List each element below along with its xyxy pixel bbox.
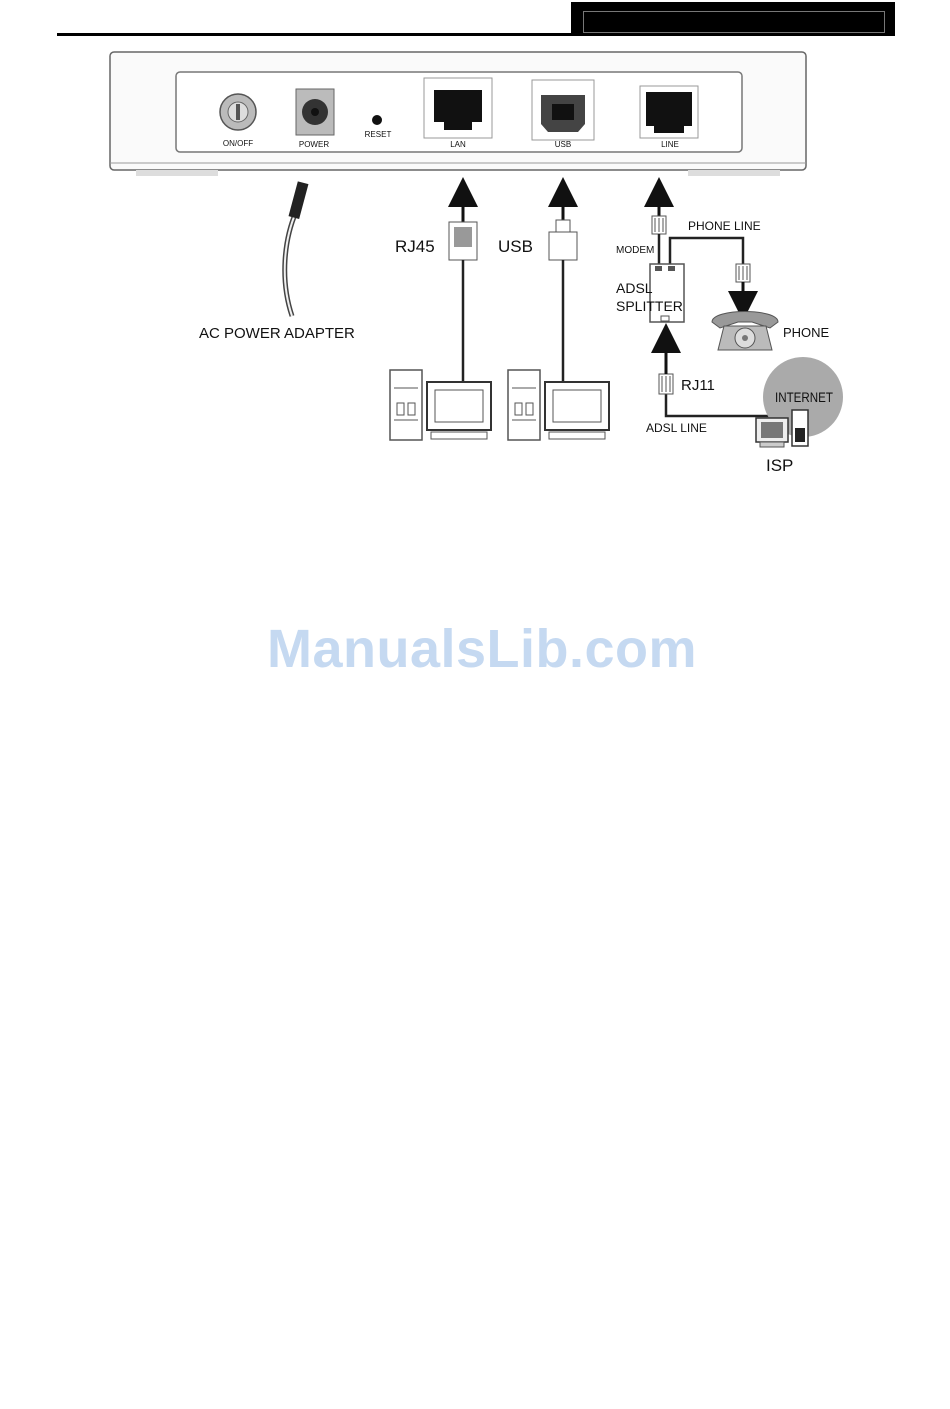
label-phone: PHONE [783,325,830,340]
label-adsl-line: ADSL LINE [646,421,707,435]
port-label-lan: LAN [450,140,466,149]
rj45-cable-icon [449,192,477,382]
label-rj11: RJ11 [681,377,715,394]
port-label-reset: RESET [365,130,392,139]
port-label-line: LINE [661,140,679,149]
computer-icon [508,370,609,440]
label-modem: MODEM [616,245,654,256]
port-label-usb: USB [555,140,571,149]
label-adsl-splitter-line1: ADSL [616,280,653,296]
label-phone-line: PHONE LINE [688,219,761,233]
telephone-icon [712,312,778,351]
label-ac-power-adapter: AC POWER ADAPTER [199,325,355,342]
label-internet: INTERNET [775,389,833,405]
lan-port-icon [424,78,492,138]
power-jack-icon [296,89,334,135]
label-usb: USB [498,237,533,256]
usb-port-icon [532,80,594,140]
watermark: ManualsLib.com [0,618,950,680]
line-port-icon [640,86,698,138]
connection-diagram: ON/OFF POWER RESET LAN USB LINE AC POWER… [0,0,950,500]
label-adsl-splitter-line2: SPLITTER [616,298,683,314]
usb-cable-icon [549,192,577,382]
computer-icon [390,370,491,440]
port-label-power: POWER [299,140,329,149]
label-rj45: RJ45 [395,237,435,256]
label-isp: ISP [766,456,793,475]
port-label-on-off: ON/OFF [223,139,253,148]
on-off-switch-icon [220,94,256,130]
reset-button-icon [372,115,382,125]
ac-power-cable-icon [285,181,309,316]
